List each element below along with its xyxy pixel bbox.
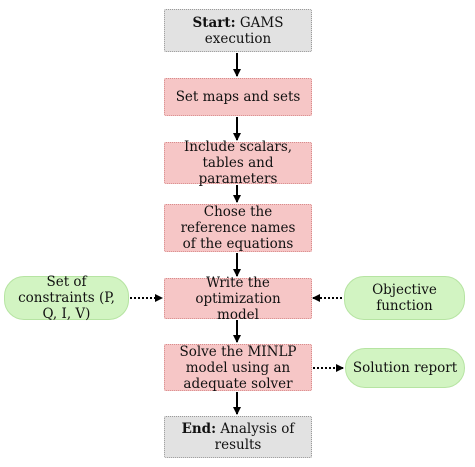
- chose-node: Chose the reference names of the equatio…: [164, 204, 312, 252]
- objective-node: Objective function: [344, 276, 465, 320]
- chose-label: Chose the reference names of the equatio…: [180, 204, 296, 252]
- solution-label: Solution report: [352, 360, 458, 376]
- objective-label: Objective function: [372, 282, 437, 314]
- set-maps-label: Set maps and sets: [175, 89, 301, 105]
- include-label: Include scalars, tables and parameters: [183, 139, 293, 187]
- constraints-node: Set of constraints (P, Q, I, V): [4, 274, 129, 322]
- start-node: Start: GAMS execution: [164, 9, 312, 52]
- set-maps-node: Set maps and sets: [164, 78, 312, 116]
- start-label-bold: Start:: [192, 14, 236, 31]
- constraints-label: Set of constraints (P, Q, I, V): [18, 274, 115, 322]
- solve-label: Solve the MINLP model using an adequate …: [179, 343, 297, 392]
- end-label-bold: End:: [181, 421, 217, 437]
- solve-node: Solve the MINLP model using an adequate …: [164, 343, 312, 392]
- write-node: Write the optimization model: [164, 275, 312, 323]
- start-label-text: GAMS execution: [204, 14, 284, 47]
- end-node: End: Analysis of results: [164, 416, 312, 458]
- end-label-text: Analysis of results: [214, 421, 295, 453]
- write-label: Write the optimization model: [195, 274, 281, 323]
- solution-node: Solution report: [345, 348, 465, 388]
- include-node: Include scalars, tables and parameters: [164, 139, 312, 187]
